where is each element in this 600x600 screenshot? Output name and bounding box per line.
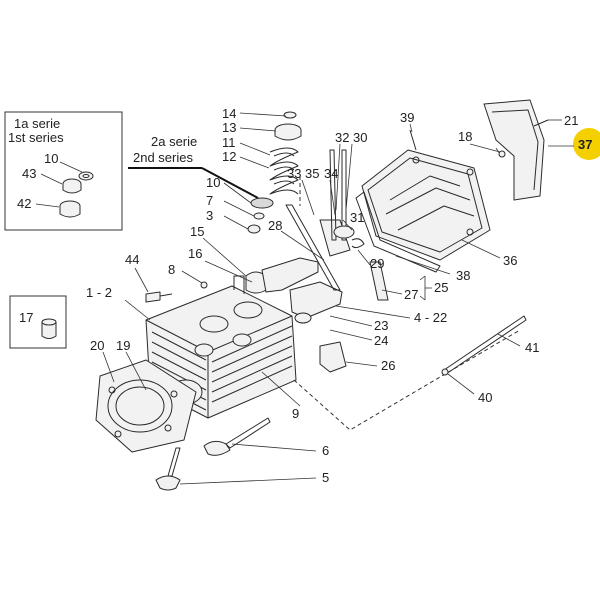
first-series-title-line1: 1a serie bbox=[14, 116, 60, 131]
label-39: 39 bbox=[400, 110, 414, 125]
label-19: 19 bbox=[116, 338, 130, 353]
second-series-title-line2: 2nd series bbox=[133, 150, 193, 165]
second-series-callout: 2a serie 2nd series bbox=[128, 134, 259, 199]
label-26: 26 bbox=[381, 358, 395, 373]
label-18: 18 bbox=[458, 129, 472, 144]
label-34: 34 bbox=[324, 166, 338, 181]
label-13: 13 bbox=[222, 120, 236, 135]
first-series-inset: 1a serie 1st series 10 43 42 bbox=[4, 111, 123, 231]
part-17-inset: 17 bbox=[9, 295, 67, 349]
cover-shield bbox=[483, 99, 545, 201]
label-33: 33 bbox=[287, 166, 301, 181]
first-series-title-line2: 1st series bbox=[8, 130, 64, 145]
label-27: 27 bbox=[404, 287, 418, 302]
label-32: 32 bbox=[335, 130, 349, 145]
highlight-part-37: 37 bbox=[548, 128, 600, 160]
label-42: 42 bbox=[17, 196, 31, 211]
label-30: 30 bbox=[353, 130, 367, 145]
label-6: 6 bbox=[322, 443, 329, 458]
label-15: 15 bbox=[190, 224, 204, 239]
label-10b: 10 bbox=[206, 175, 220, 190]
label-38: 38 bbox=[456, 268, 470, 283]
label-41: 41 bbox=[525, 340, 539, 355]
label-20: 20 bbox=[90, 338, 104, 353]
rocker-assembly bbox=[245, 149, 389, 373]
label-16: 16 bbox=[188, 246, 202, 261]
head-cover bbox=[361, 149, 491, 261]
label-24: 24 bbox=[374, 333, 388, 348]
label-11: 11 bbox=[222, 135, 236, 150]
stud-part-41 bbox=[441, 315, 527, 376]
valve-part-5 bbox=[155, 447, 181, 491]
label-3: 3 bbox=[206, 208, 213, 223]
label-21: 21 bbox=[564, 113, 578, 128]
label-44: 44 bbox=[125, 252, 139, 267]
label-40: 40 bbox=[478, 390, 492, 405]
head-gasket bbox=[95, 359, 197, 453]
bolt-part-44 bbox=[145, 291, 173, 303]
label-35: 35 bbox=[305, 166, 319, 181]
label-10a: 10 bbox=[44, 151, 58, 166]
label-14: 14 bbox=[222, 106, 236, 121]
label-25: 25 bbox=[434, 280, 448, 295]
label-28: 28 bbox=[268, 218, 282, 233]
valve-spring-stack bbox=[247, 111, 302, 234]
label-31: 31 bbox=[350, 210, 364, 225]
label-43: 43 bbox=[22, 166, 36, 181]
seal-part-10a bbox=[78, 171, 94, 181]
retainer-part-43 bbox=[62, 178, 82, 194]
label-1-2: 1 - 2 bbox=[86, 285, 112, 300]
label-36: 36 bbox=[503, 253, 517, 268]
second-series-title-line1: 2a serie bbox=[151, 134, 197, 149]
label-8: 8 bbox=[168, 262, 175, 277]
label-23: 23 bbox=[374, 318, 388, 333]
label-29: 29 bbox=[370, 256, 384, 271]
label-7: 7 bbox=[206, 193, 213, 208]
label-37: 37 bbox=[578, 137, 592, 152]
label-5: 5 bbox=[322, 470, 329, 485]
label-12: 12 bbox=[222, 149, 236, 164]
cover-gasket-38 bbox=[355, 191, 441, 273]
valve-spring-cup-part-42 bbox=[59, 200, 81, 218]
label-9: 9 bbox=[292, 406, 299, 421]
label-4-22: 4 - 22 bbox=[414, 310, 447, 325]
label-17: 17 bbox=[19, 310, 33, 325]
valve-part-6 bbox=[203, 417, 271, 456]
